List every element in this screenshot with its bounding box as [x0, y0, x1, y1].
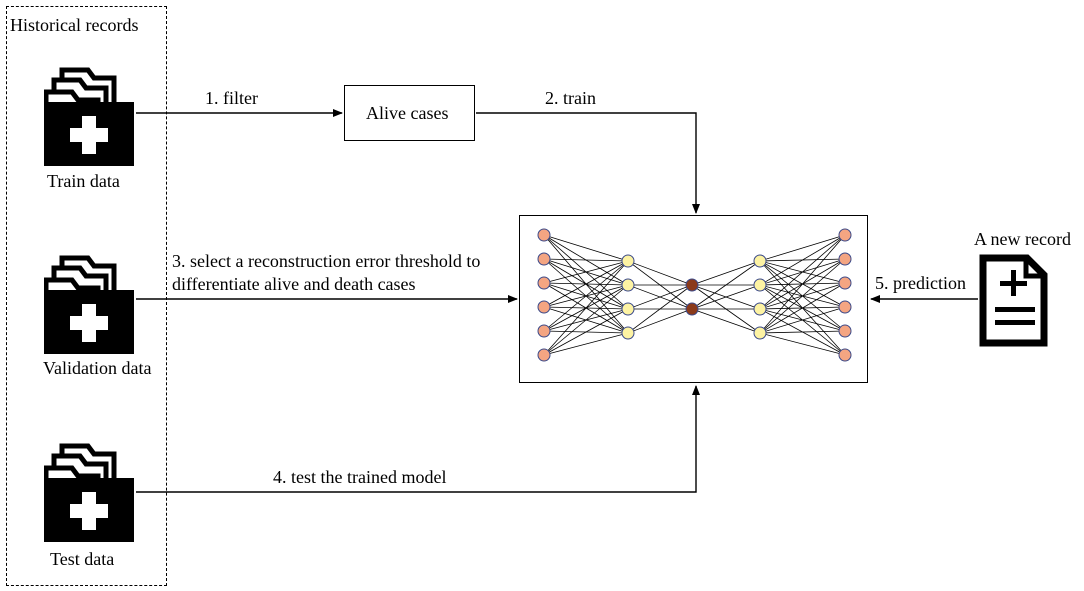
hidden-node — [621, 278, 635, 292]
bottleneck-node — [685, 278, 699, 292]
network-edge — [543, 234, 629, 262]
network-edge — [759, 234, 846, 262]
input-node — [537, 276, 551, 290]
document-plus-icon — [979, 254, 1048, 347]
step-filter-label: 1. filter — [205, 88, 258, 108]
network-edge — [543, 332, 629, 356]
step-train-label: 2. train — [545, 88, 596, 108]
hidden-node — [621, 254, 635, 268]
output-node — [838, 276, 852, 290]
step-select-label-line1: 3. select a reconstruction error thresho… — [172, 251, 481, 271]
network-edge — [543, 258, 629, 262]
historical-records-title: Historical records — [10, 15, 139, 35]
step-prediction-label: 5. prediction — [875, 273, 966, 293]
step-select-label-line2: differentiate alive and death cases — [172, 274, 416, 294]
hidden-node — [621, 302, 635, 316]
output-node — [838, 324, 852, 338]
hidden-node — [753, 278, 767, 292]
folder-medical-icon — [44, 67, 134, 166]
test-data-label: Test data — [50, 549, 115, 569]
output-node — [838, 252, 852, 266]
alive-cases-box — [344, 85, 475, 141]
output-node — [838, 228, 852, 242]
network-edge — [691, 260, 761, 286]
hidden-node — [753, 254, 767, 268]
network-edge — [759, 234, 846, 334]
network-edge — [543, 260, 629, 356]
network-edge — [543, 260, 629, 284]
input-node — [537, 324, 551, 338]
step-test-label: 4. test the trained model — [273, 467, 447, 487]
network-edge — [759, 234, 846, 286]
input-node — [537, 228, 551, 242]
network-edge — [543, 284, 629, 356]
bottleneck-node — [685, 302, 699, 316]
network-edge — [543, 308, 629, 356]
train-arrow — [476, 112, 700, 214]
network-edge — [759, 330, 846, 334]
historical-records-group — [6, 6, 167, 586]
new-record-title: A new record — [974, 229, 1071, 249]
output-node — [838, 300, 852, 314]
train-data-label: Train data — [47, 171, 120, 191]
network-edge — [759, 306, 846, 334]
network-edge — [627, 308, 693, 334]
autoencoder-box — [519, 215, 868, 383]
network-edge — [543, 260, 629, 332]
network-edge — [627, 284, 693, 334]
folder-medical-icon — [44, 443, 134, 542]
hidden-node — [621, 326, 635, 340]
network-edge — [627, 260, 693, 286]
network-edge — [759, 332, 846, 356]
network-edge — [691, 308, 761, 334]
network-edge — [627, 284, 693, 310]
network-edge — [691, 260, 761, 310]
test-arrow — [136, 385, 700, 493]
alive-cases-label: Alive cases — [366, 103, 449, 123]
network-edge — [543, 260, 629, 308]
folder-medical-icon — [44, 255, 134, 354]
network-edge — [759, 282, 846, 334]
network-edge — [759, 234, 846, 310]
network-edge — [759, 258, 846, 334]
autoencoder-network — [537, 228, 852, 362]
input-node — [537, 300, 551, 314]
output-node — [838, 348, 852, 362]
input-node — [537, 252, 551, 266]
input-node — [537, 348, 551, 362]
hidden-node — [753, 326, 767, 340]
validation-data-label: Validation data — [43, 358, 152, 378]
network-edge — [691, 284, 761, 310]
hidden-node — [753, 302, 767, 316]
